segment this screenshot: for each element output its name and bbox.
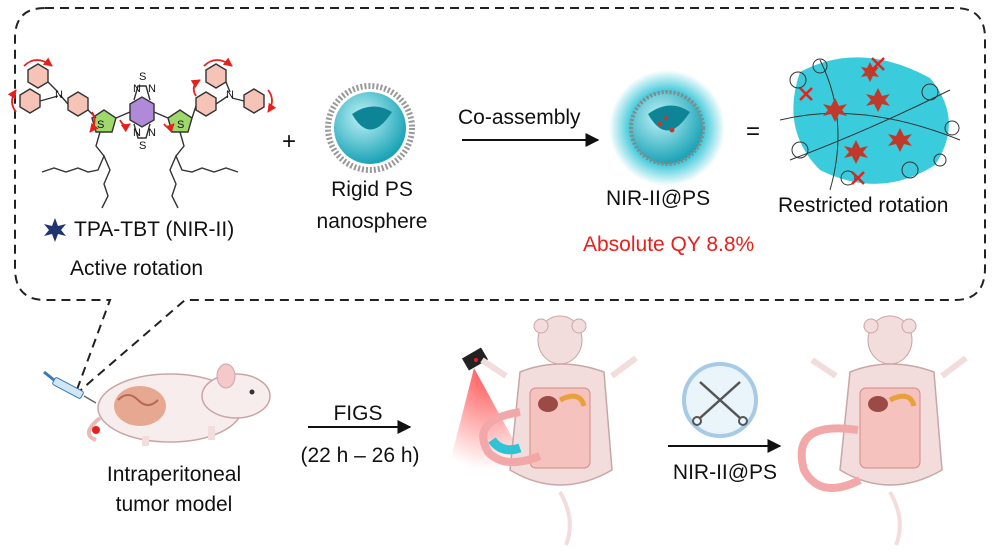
atom-label: N	[133, 83, 141, 95]
restricted-rotation-label: Restricted rotation	[778, 194, 949, 217]
ps-nanosphere-icon	[325, 83, 415, 173]
phenyl-ring	[243, 88, 265, 114]
atom-label: N	[148, 83, 156, 95]
atom-label: S	[139, 140, 146, 152]
phenyl-ring	[27, 63, 49, 89]
molecule-name: TPA-TBT (NIR-II)	[74, 218, 235, 241]
atom-label: S	[177, 119, 184, 131]
molecule-star-icon	[44, 218, 66, 242]
nanosphere-label-line1: Rigid PS	[331, 178, 413, 201]
atom-label: S	[139, 71, 146, 83]
scissors-icon	[682, 362, 758, 438]
atom-label: S	[97, 119, 104, 131]
atom-label: N	[148, 127, 156, 139]
mouse-post-surgery-icon	[797, 315, 968, 546]
product-name: NIR-II@PS	[606, 187, 711, 210]
resection-label: NIR-II@PS	[672, 461, 778, 484]
atom-label: N	[133, 127, 141, 139]
phenyl-ring	[19, 88, 41, 114]
mouse-side-view-icon	[87, 363, 271, 446]
tpa-tbt-molecule	[19, 63, 265, 209]
model-label-line2: tumor model	[115, 493, 233, 516]
mouse-surgery-icon	[448, 315, 638, 546]
syringe-icon	[43, 370, 97, 404]
phenyl-ring	[195, 91, 217, 117]
nanosphere-label-line2: nanosphere	[316, 210, 428, 233]
phenyl-ring	[205, 63, 227, 89]
figs-time-label: (22 h – 26 h)	[300, 444, 420, 467]
co-assembly-label: Co-assembly	[458, 106, 581, 129]
equals-sign: =	[746, 118, 761, 145]
quantum-yield: Absolute QY 8.8%	[583, 233, 755, 256]
molecule-state: Active rotation	[70, 257, 204, 280]
atom-label: N	[55, 89, 63, 101]
atom-label: N	[226, 89, 234, 101]
figs-label: FIGS	[333, 402, 383, 425]
restricted-rotation-illustration	[779, 57, 961, 191]
phenyl-ring	[67, 91, 89, 117]
atom-labels: N S N S N N S N S N	[55, 71, 234, 152]
model-label-line1: Intraperitoneal	[106, 463, 242, 486]
nir-ps-sphere-icon	[609, 70, 725, 186]
plus-sign: +	[282, 128, 297, 155]
benzothiadiazole-core	[129, 96, 155, 128]
rotation-arrows	[7, 57, 277, 133]
